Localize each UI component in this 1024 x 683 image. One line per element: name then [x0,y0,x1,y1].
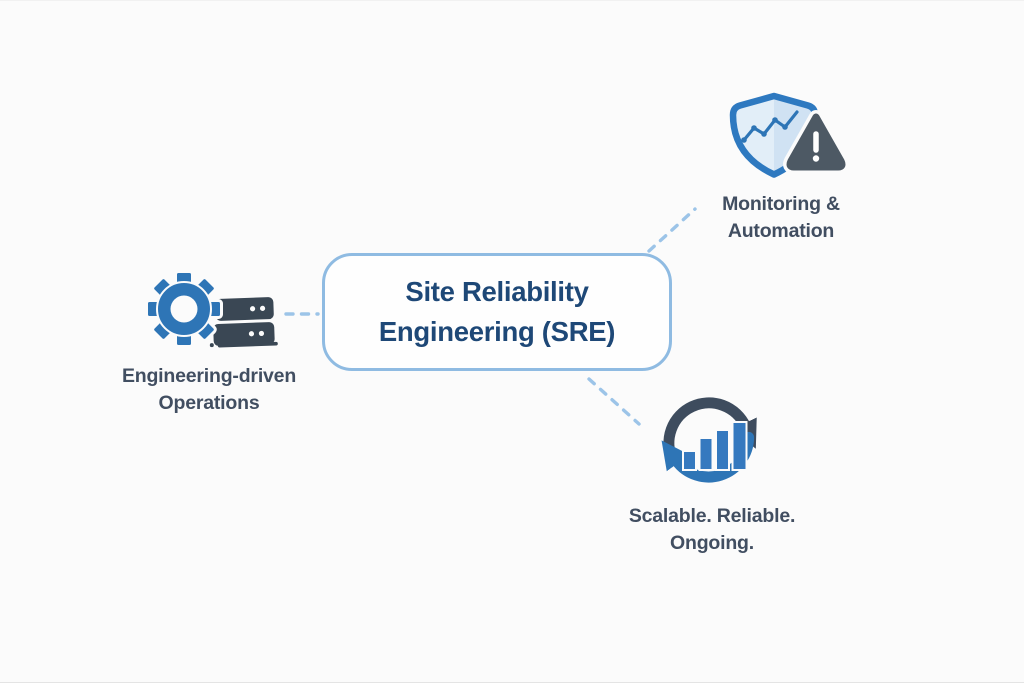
node-label-line: Ongoing. [670,532,754,554]
node-label-scalable-reliable-ongoing: Scalable. Reliable. Ongoing. [582,503,842,557]
shield-alert-chart-icon [729,92,849,178]
connector-bottom-right [587,377,641,426]
central-node-title-line2: Engineering (SRE) [378,316,616,347]
node-label-line: Monitoring & [722,193,840,215]
central-node-title-line1: Site Reliability [405,276,589,307]
node-label-line: Automation [727,220,835,242]
node-label-engineering-driven-operations: Engineering-driven Operations [79,363,339,417]
node-label-line: Engineering-driven [121,365,297,387]
node-label-line: Operations [158,392,260,414]
node-label-monitoring-automation: Monitoring & Automation [651,191,911,245]
connector-top-right [647,207,697,253]
central-node-sre: Site Reliability Engineering (SRE) [322,253,672,371]
cycle-growth-bars-icon [661,397,757,483]
metrics-line-icon [741,110,799,143]
node-label-line: Scalable. Reliable. [628,505,796,527]
gear-server-icon [145,270,278,348]
warning-triangle-icon [783,110,849,174]
growth-bars-icon [682,421,748,471]
